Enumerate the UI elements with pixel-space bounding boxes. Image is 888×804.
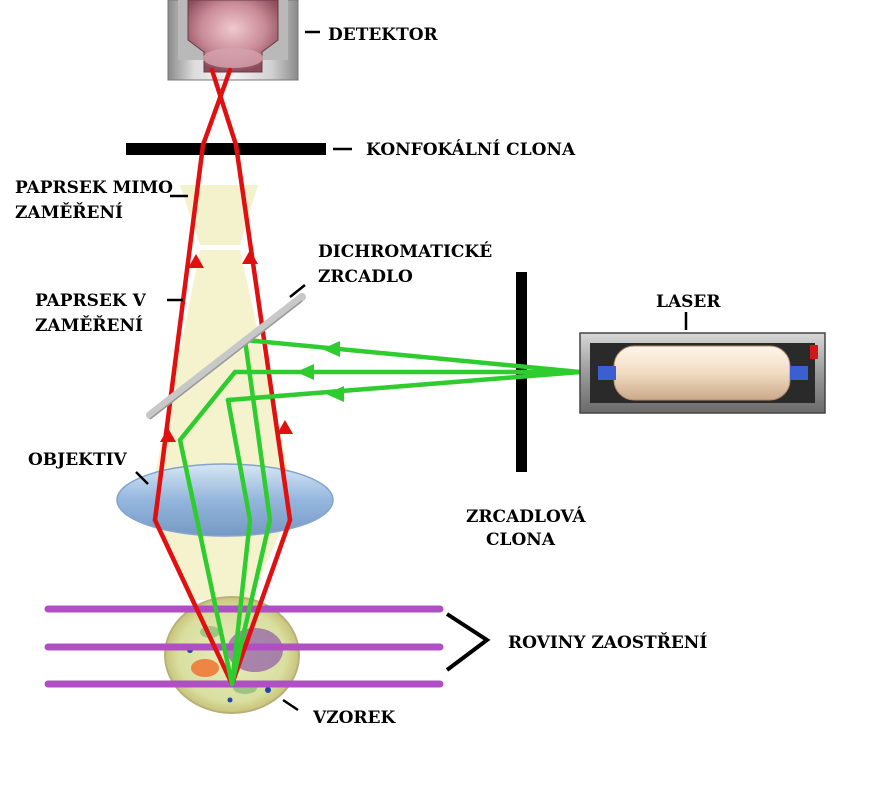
objective-leader	[135, 471, 149, 485]
label-pinhole: KONFOKÁLNÍ CLONA	[366, 139, 576, 160]
emission-beams	[152, 67, 293, 687]
pinhole-bar	[126, 143, 326, 155]
specimen-cell	[164, 596, 300, 714]
dichroic-leader	[289, 284, 306, 298]
objective-lens	[116, 463, 334, 537]
label-laser: LASER	[656, 292, 721, 312]
label-dichroic-line1: DICHROMATICKÉ	[318, 241, 492, 262]
excitation-arrows	[296, 341, 344, 402]
specimen-leader	[282, 698, 299, 712]
dichroic-mirror	[146, 293, 306, 419]
label-in-focus-line2: ZAMĚŘENÍ	[35, 315, 143, 336]
detector-icon	[167, 0, 299, 81]
label-objective: OBJEKTIV	[28, 450, 128, 470]
label-out-of-focus-line1: PAPRSEK MIMO	[15, 178, 173, 198]
label-dichroic-line2: ZRCADLO	[318, 267, 413, 287]
label-focal-planes: ROVINY ZAOSTŘENÍ	[508, 632, 707, 653]
label-detector: DETEKTOR	[328, 25, 439, 45]
label-aperture-line2: CLONA	[486, 530, 556, 550]
label-specimen: VZOREK	[312, 708, 396, 728]
focal-planes-bracket	[445, 612, 491, 672]
label-out-of-focus-line2: ZAMĚŘENÍ	[15, 202, 123, 223]
laser-icon	[579, 332, 826, 414]
excitation-beams	[177, 337, 583, 687]
label-in-focus-line1: PAPRSEK V	[35, 291, 147, 311]
dichroic-mirror-edge	[149, 300, 303, 420]
label-aperture-line1: ZRCADLOVÁ	[466, 506, 586, 527]
emission-arrows	[160, 250, 293, 442]
